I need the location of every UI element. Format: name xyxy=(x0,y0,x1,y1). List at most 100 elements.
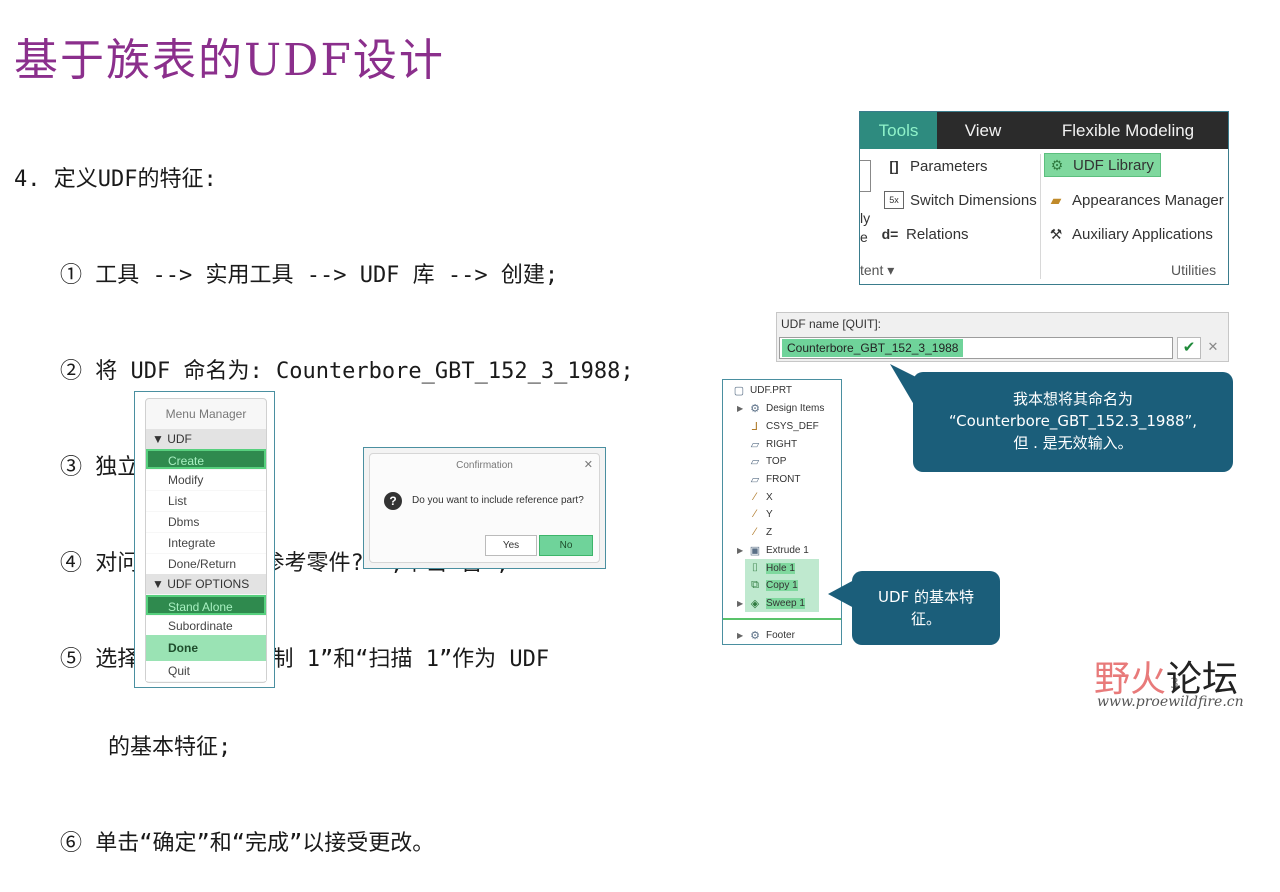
relations-button[interactable]: d= Relations xyxy=(880,225,969,243)
axis-icon: ⁄ xyxy=(754,526,756,538)
tree-item-sweep-1[interactable]: ▶◈Sweep 1 xyxy=(737,595,805,611)
expand-icon: ▶ xyxy=(737,598,744,608)
tree-label: Extrude 1 xyxy=(766,544,809,556)
relations-label: Relations xyxy=(906,225,969,243)
tab-flexible-modeling[interactable]: Flexible Modeling xyxy=(1061,120,1195,140)
tree-item-x[interactable]: ⁄X xyxy=(747,489,773,505)
callout-name-line-2: “Counterbore_GBT_152.3_1988”, xyxy=(948,412,1198,430)
tree-item-top[interactable]: ▱TOP xyxy=(747,453,787,469)
plane-icon: ▱ xyxy=(750,455,760,468)
tree-item-z[interactable]: ⁄Z xyxy=(747,524,772,540)
plane-icon: ▱ xyxy=(750,438,760,451)
callout-name-note: 我本想将其命名为 “Counterbore_GBT_152.3_1988”, 但… xyxy=(913,372,1233,472)
tree-item-footer[interactable]: ▶⚙Footer xyxy=(737,627,795,643)
logo-part-1: 野火 xyxy=(1094,659,1167,700)
model-tree: ▢UDF.PRT ▶⚙Design Items ⅃CSYS_DEF ▱ RIGHT… xyxy=(722,379,842,645)
slide-title: 基于族表的UDF设计 xyxy=(14,35,445,86)
insert-indicator-line xyxy=(723,618,841,620)
step-5-continued: 的基本特征; xyxy=(108,735,232,760)
menu-item-stand-alone[interactable]: Stand Alone xyxy=(146,595,266,615)
menu-item-create[interactable]: Create xyxy=(146,449,266,469)
tree-item-y[interactable]: ⁄Y xyxy=(747,506,773,522)
steps-heading: 4. 定义UDF的特征: xyxy=(14,167,217,192)
auxiliary-applications-label: Auxiliary Applications xyxy=(1072,225,1213,243)
yes-button[interactable]: Yes xyxy=(485,535,537,556)
menu-item-done-return[interactable]: Done/Return xyxy=(146,554,266,574)
tab-tools[interactable]: Tools xyxy=(860,112,937,149)
callout-name-line-3: 但 . 是无效输入。 xyxy=(1013,434,1133,452)
plane-icon: ▱ xyxy=(750,473,760,486)
tree-item-right[interactable]: ▱ RIGHT xyxy=(747,436,797,452)
menu-item-list[interactable]: List xyxy=(146,491,266,511)
tree-item-hole-1[interactable]: ⌷Hole 1 xyxy=(747,560,795,576)
step-6: ⑥ 单击“确定”和“完成”以接受更改。 xyxy=(60,831,435,856)
menu-item-quit[interactable]: Quit xyxy=(146,661,266,681)
switch-dimensions-button[interactable]: 5x Switch Dimensions xyxy=(884,191,1037,209)
tree-label: RIGHT xyxy=(766,438,798,450)
axis-icon: ⁄ xyxy=(754,508,756,520)
copy-icon: ⧉ xyxy=(751,578,759,591)
axis-icon: ⁄ xyxy=(754,491,756,503)
parameters-button[interactable]: [] Parameters xyxy=(884,157,988,175)
accept-button[interactable]: ✔ xyxy=(1177,337,1201,359)
step-5: ⑤ 选择“孔 1”、“复制 1”和“扫描 1”作为 UDF xyxy=(60,647,550,672)
ribbon-separator xyxy=(1040,154,1041,279)
udf-name-input[interactable]: Counterbore_GBT_152_3_1988 xyxy=(779,337,1173,359)
tree-label: Footer xyxy=(766,629,795,641)
auxiliary-applications-button[interactable]: ⚒ Auxiliary Applications xyxy=(1046,225,1213,243)
udf-library-label: UDF Library xyxy=(1073,156,1154,174)
tree-label: X xyxy=(766,491,773,503)
expand-icon: ▶ xyxy=(737,403,744,413)
parameters-label: Parameters xyxy=(910,157,988,175)
udf-library-button[interactable]: ⚙ UDF Library xyxy=(1044,153,1161,177)
menu-section-udf-options[interactable]: ▼ UDF OPTIONS xyxy=(146,574,266,594)
parameters-icon: [] xyxy=(889,158,899,174)
switch-dimensions-label: Switch Dimensions xyxy=(910,191,1037,209)
auxiliary-applications-icon: ⚒ xyxy=(1049,226,1063,242)
clipped-icon xyxy=(860,160,871,192)
tab-view[interactable]: View xyxy=(964,120,1002,140)
tree-item-udf-prt[interactable]: ▢UDF.PRT xyxy=(731,382,792,398)
step-2: ② 将 UDF 命名为: Counterbore_GBT_152_3_1988; xyxy=(60,359,634,384)
tree-label: Y xyxy=(766,508,773,520)
tree-item-design-items[interactable]: ▶⚙Design Items xyxy=(737,400,824,416)
cancel-button[interactable]: ✕ xyxy=(1203,337,1223,357)
appearances-manager-button[interactable]: ▰ Appearances Manager xyxy=(1046,191,1224,209)
logo-url: www.proewildfire.cn xyxy=(1097,694,1244,710)
ribbon-tabs: Tools View Flexible Modeling xyxy=(860,112,1228,149)
relations-icon: d= xyxy=(881,226,899,242)
tree-item-csys-def[interactable]: ⅃CSYS_DEF xyxy=(747,418,819,434)
menu-manager-frame: Menu Manager ▼ UDF Create Modify List Db… xyxy=(134,391,275,688)
appearances-manager-icon: ▰ xyxy=(1050,192,1062,208)
menu-section-udf[interactable]: ▼ UDF xyxy=(146,429,266,449)
extrude-icon: ▣ xyxy=(749,544,761,557)
tree-item-front[interactable]: ▱FRONT xyxy=(747,471,801,487)
callout-feature-note: UDF 的基本特 征。 xyxy=(852,571,1000,645)
no-button[interactable]: No xyxy=(539,535,593,556)
confirmation-dialog: Confirmation ✕ ? Do you want to include … xyxy=(369,453,600,563)
sweep-icon: ◈ xyxy=(750,597,760,610)
csys-icon: ⅃ xyxy=(751,420,759,433)
callout-name-line-1: 我本想将其命名为 xyxy=(1012,390,1133,408)
close-icon[interactable]: ✕ xyxy=(583,459,593,471)
callout-feature-line-2: 征。 xyxy=(910,610,941,628)
question-icon: ? xyxy=(384,492,402,510)
menu-item-done[interactable]: Done xyxy=(146,635,266,661)
switch-dimensions-icon: 5x xyxy=(884,191,904,209)
tree-item-extrude-1[interactable]: ▶▣Extrude 1 xyxy=(737,542,809,558)
tree-label: UDF.PRT xyxy=(750,384,793,396)
menu-manager: Menu Manager ▼ UDF Create Modify List Db… xyxy=(145,398,267,683)
tree-label: Copy 1 xyxy=(766,579,798,591)
menu-item-modify[interactable]: Modify xyxy=(146,470,266,490)
tree-label: Design Items xyxy=(766,402,825,414)
callout-feature-line-1: UDF 的基本特 xyxy=(878,588,974,606)
menu-item-integrate[interactable]: Integrate xyxy=(146,533,266,553)
menu-item-dbms[interactable]: Dbms xyxy=(146,512,266,532)
udf-name-value: Counterbore_GBT_152_3_1988 xyxy=(782,339,964,357)
group-label-utilities: Utilities xyxy=(1171,262,1217,278)
udf-library-icon: ⚙ xyxy=(1050,157,1064,173)
tree-item-copy-1[interactable]: ⧉ Copy 1 xyxy=(747,577,798,593)
menu-item-subordinate[interactable]: Subordinate xyxy=(146,616,266,636)
close-icon: ✕ xyxy=(1207,339,1219,354)
callout-pointer-2 xyxy=(828,580,854,608)
